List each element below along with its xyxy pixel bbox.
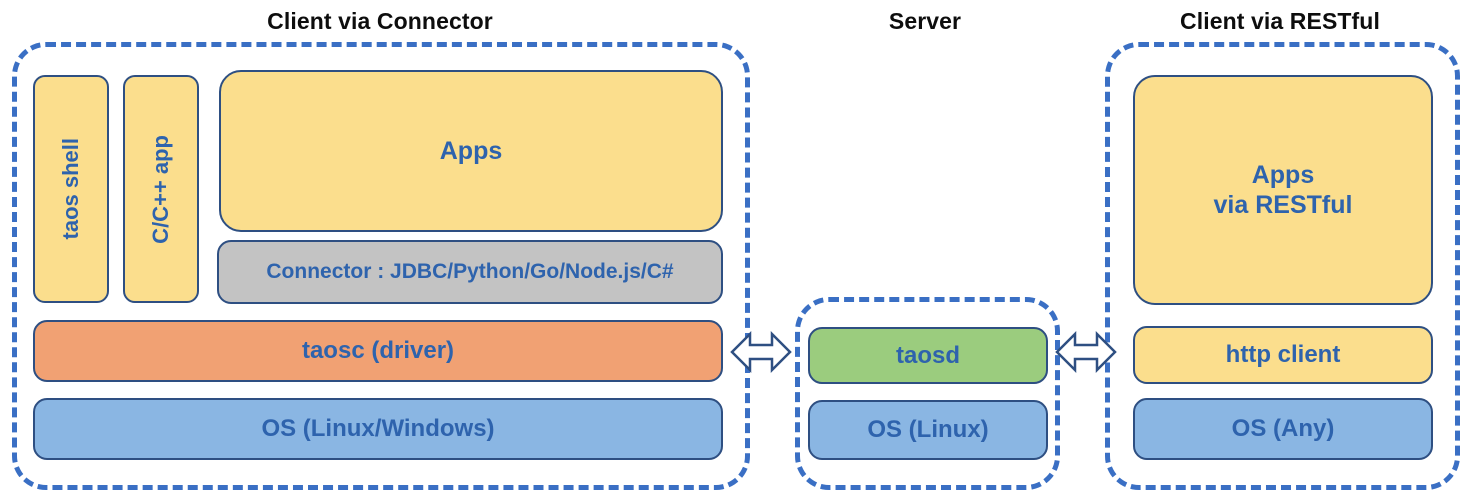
node-apps-via-restful-label-line2: via RESTful — [1213, 191, 1353, 219]
node-taos-shell-label: taos shell — [57, 138, 83, 240]
node-http-client-label: http client — [1225, 341, 1341, 369]
node-os-linux-windows-label: OS (Linux/Windows) — [261, 415, 495, 443]
group-server — [795, 297, 1060, 490]
node-c-cpp-app: C/C++ app — [123, 75, 199, 303]
node-c-cpp-app-label: C/C++ app — [147, 134, 173, 244]
group-client-via-connector — [12, 42, 750, 490]
node-taosd-label: taosd — [895, 341, 960, 369]
section-title-client-via-connector: Client via Connector — [267, 8, 493, 34]
node-apps-label: Apps — [439, 136, 503, 165]
bidirectional-arrow-icon-right — [1055, 325, 1117, 379]
node-os-linux: OS (Linux) — [808, 400, 1048, 460]
node-taosc-driver: taosc (driver) — [33, 320, 723, 382]
node-os-any-label: OS (Any) — [1231, 415, 1335, 443]
node-http-client: http client — [1133, 326, 1433, 384]
section-title-server: Server — [888, 8, 962, 34]
node-os-linux-windows: OS (Linux/Windows) — [33, 398, 723, 460]
node-apps-via-restful-label-line1: Apps — [1251, 160, 1315, 189]
node-os-linux-label: OS (Linux) — [867, 416, 989, 444]
section-title-client-via-restful: Client via RESTful — [1180, 8, 1380, 34]
group-client-via-restful — [1105, 42, 1460, 490]
node-taosc-driver-label: taosc (driver) — [301, 337, 455, 365]
node-os-any: OS (Any) — [1133, 398, 1433, 460]
node-apps-via-restful: Apps via RESTful — [1133, 75, 1433, 305]
node-taos-shell: taos shell — [33, 75, 109, 303]
bidirectional-arrow-icon-left — [730, 325, 792, 379]
node-connector: Connector : JDBC/Python/Go/Node.js/C# — [217, 240, 723, 304]
node-apps: Apps — [219, 70, 723, 232]
node-taosd: taosd — [808, 327, 1048, 384]
node-connector-label: Connector : JDBC/Python/Go/Node.js/C# — [266, 260, 674, 284]
